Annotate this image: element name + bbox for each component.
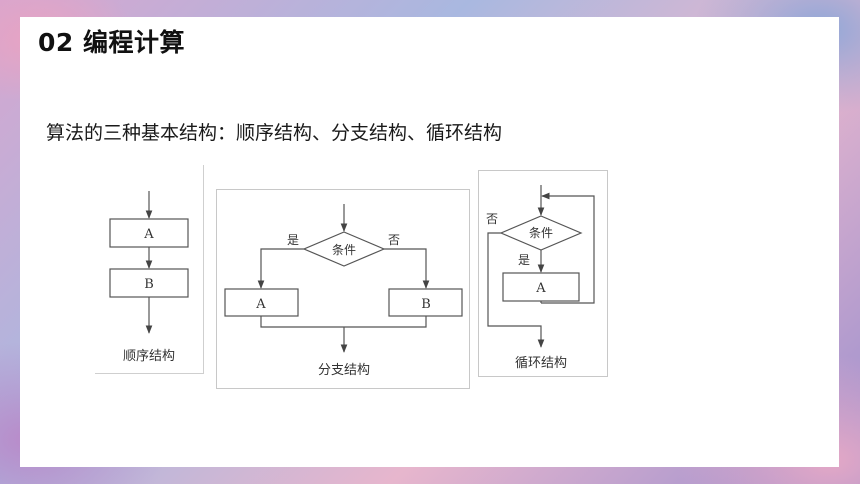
branch-diagram: 条件 是 否 A B 分支结构 — [224, 204, 463, 378]
branch-box-b — [388, 288, 463, 317]
sequence-caption: 顺序结构 — [123, 349, 175, 364]
branch-caption: 分支结构 — [318, 363, 370, 378]
sequence-box-b-label: B — [144, 277, 154, 292]
branch-yes-path — [257, 248, 304, 289]
loop-exit-path — [487, 232, 545, 348]
branch-box-a-label: A — [255, 297, 266, 312]
slide: 02 编程计算 算法的三种基本结构：顺序结构、分支结构、循环结构 A B 顺序结… — [20, 17, 839, 467]
branch-no-path — [384, 248, 430, 289]
branch-condition-diamond — [302, 231, 386, 267]
branch-box-a — [224, 288, 299, 317]
sequence-diagram-panel: A B 顺序结构 — [95, 165, 204, 374]
loop-caption: 循环结构 — [515, 356, 567, 371]
sequence-box-a-label: A — [143, 227, 154, 242]
loop-diagram: 条件 否 是 A 循环结构 — [486, 185, 595, 371]
branch-condition-label: 条件 — [332, 243, 356, 257]
sequence-box-b — [109, 268, 189, 298]
slide-subtitle: 算法的三种基本结构：顺序结构、分支结构、循环结构 — [46, 122, 503, 144]
loop-no-label: 否 — [486, 212, 498, 226]
loop-yes-label: 是 — [518, 253, 530, 267]
loop-diagram-panel: 条件 否 是 A 循环结构 — [478, 170, 608, 377]
branch-box-b-label: B — [421, 297, 431, 312]
branch-diagram-panel: 条件 是 否 A B 分支结构 — [216, 189, 470, 389]
branch-merge-line — [260, 316, 427, 328]
branch-yes-label: 是 — [287, 233, 299, 247]
loop-box-a-label: A — [535, 281, 546, 296]
loop-back-path — [541, 192, 595, 304]
sequence-diagram: A B 顺序结构 — [109, 191, 189, 364]
loop-condition-label: 条件 — [529, 226, 553, 240]
branch-no-label: 否 — [388, 233, 400, 247]
slide-title: 02 编程计算 — [38, 28, 185, 57]
